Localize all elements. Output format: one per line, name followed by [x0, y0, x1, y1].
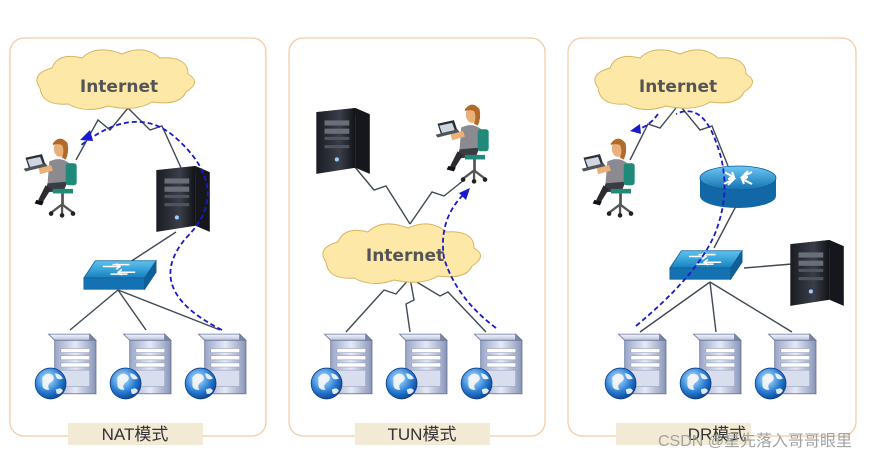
switch-icon — [83, 259, 157, 291]
cloud-label: Internet — [366, 246, 444, 266]
director-server-icon — [316, 108, 370, 174]
tun-traffic-path — [442, 191, 497, 329]
switch-icon — [669, 250, 743, 281]
panel-dr: Internet DR模式 — [580, 49, 844, 445]
watermark: CSDN @星先落入哥哥眼里 — [658, 432, 852, 450]
mode-label-dr: DR模式 — [688, 425, 747, 444]
dr-traffic-path — [635, 110, 726, 327]
cloud-label: Internet — [80, 77, 158, 97]
mode-label-tun: TUN模式 — [388, 425, 457, 444]
internet-cloud: Internet — [36, 49, 195, 110]
panel-tun: Internet TUN模式 — [310, 103, 523, 445]
cloud-label: Internet — [639, 77, 717, 97]
mode-label-nat: NAT模式 — [102, 425, 169, 444]
router-icon — [699, 165, 777, 209]
director-server-icon — [156, 166, 210, 232]
internet-cloud: Internet — [322, 223, 481, 284]
director-server-icon — [790, 240, 844, 306]
panel-nat: Internet NAT模式 — [22, 49, 247, 445]
nat-traffic-path — [79, 120, 223, 331]
internet-cloud: Internet — [594, 49, 753, 110]
